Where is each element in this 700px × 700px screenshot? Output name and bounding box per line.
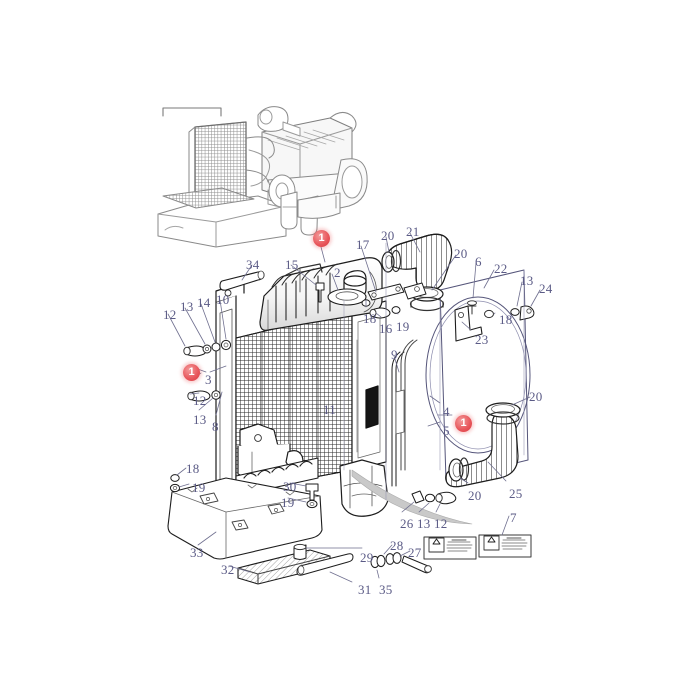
radiator-cap-gasket bbox=[327, 288, 367, 306]
overflow-tubes bbox=[391, 339, 418, 487]
part-callout-13: 13 bbox=[417, 516, 431, 531]
plate-hardware-left bbox=[169, 474, 181, 493]
part-callout-20: 20 bbox=[529, 389, 543, 404]
part-callout-28: 28 bbox=[390, 538, 404, 553]
part-callout-15: 15 bbox=[285, 257, 299, 272]
part-callout-5: 5 bbox=[443, 423, 450, 438]
highlight-marker-1[interactable]: 1 bbox=[455, 415, 472, 432]
part-callout-22: 22 bbox=[494, 261, 508, 276]
part-callout-18: 18 bbox=[186, 461, 200, 476]
part-callout-23: 23 bbox=[475, 332, 489, 347]
part-callout-12: 12 bbox=[193, 393, 207, 408]
part-callout-20: 20 bbox=[454, 246, 468, 261]
part-callout-17: 17 bbox=[356, 237, 370, 252]
part-callout-19: 19 bbox=[192, 480, 206, 495]
lower-hose bbox=[445, 402, 521, 488]
hardware-26-13-12 bbox=[411, 490, 457, 505]
engine-and-radiator-assembly-inset bbox=[157, 106, 368, 248]
bolt-30-assembly bbox=[305, 483, 319, 509]
part-callout-13: 13 bbox=[520, 273, 534, 288]
warning-label-group bbox=[351, 469, 532, 560]
part-callout-8: 8 bbox=[212, 419, 219, 434]
bolt-15 bbox=[315, 282, 325, 303]
part-callout-12: 12 bbox=[163, 307, 177, 322]
part-callout-24: 24 bbox=[539, 281, 553, 296]
part-callout-30: 30 bbox=[283, 479, 297, 494]
part-callout-18: 18 bbox=[363, 311, 377, 326]
rod-31 bbox=[293, 543, 354, 576]
part-callout-20: 20 bbox=[468, 488, 482, 503]
part-callout-2: 2 bbox=[334, 265, 341, 280]
part-callout-16: 16 bbox=[379, 321, 393, 336]
part-callout-32: 32 bbox=[221, 562, 235, 577]
part-callout-9: 9 bbox=[391, 347, 398, 362]
part-callout-35: 35 bbox=[379, 582, 393, 597]
part-callout-18: 18 bbox=[499, 312, 513, 327]
radiator-side-frame-right bbox=[351, 300, 387, 471]
fan-shroud bbox=[425, 269, 531, 481]
leader-lines bbox=[167, 232, 541, 583]
part-callout-14: 14 bbox=[197, 295, 211, 310]
part-callout-29: 29 bbox=[360, 550, 374, 565]
part-callout-25: 25 bbox=[509, 486, 523, 501]
part-callout-20: 20 bbox=[381, 228, 395, 243]
part-callout-31: 31 bbox=[358, 582, 372, 597]
part-callout-34: 34 bbox=[246, 257, 260, 272]
hardware-35-28-27 bbox=[370, 552, 432, 574]
part-callout-33: 33 bbox=[190, 545, 204, 560]
shroud-right-rail bbox=[510, 305, 535, 321]
part-callout-7: 7 bbox=[510, 510, 517, 525]
highlight-marker-1[interactable]: 1 bbox=[183, 364, 200, 381]
part-callout-27: 27 bbox=[408, 545, 422, 560]
part-callout-12: 12 bbox=[434, 516, 448, 531]
part-callout-21: 21 bbox=[406, 224, 420, 239]
part-callout-4: 4 bbox=[443, 404, 450, 419]
part-callout-13: 13 bbox=[180, 299, 194, 314]
part-callout-6: 6 bbox=[475, 254, 482, 269]
highlight-marker-1[interactable]: 1 bbox=[313, 230, 330, 247]
part-callout-19: 19 bbox=[396, 319, 410, 334]
part-callout-13: 13 bbox=[193, 412, 207, 427]
part-callout-3: 3 bbox=[205, 372, 212, 387]
part-callout-10: 10 bbox=[216, 292, 230, 307]
side-rail-bar bbox=[219, 270, 265, 291]
radiator-top-tank bbox=[259, 257, 383, 331]
part-callout-11: 11 bbox=[323, 402, 336, 417]
part-callout-19: 19 bbox=[281, 495, 295, 510]
part-callout-26: 26 bbox=[400, 516, 414, 531]
